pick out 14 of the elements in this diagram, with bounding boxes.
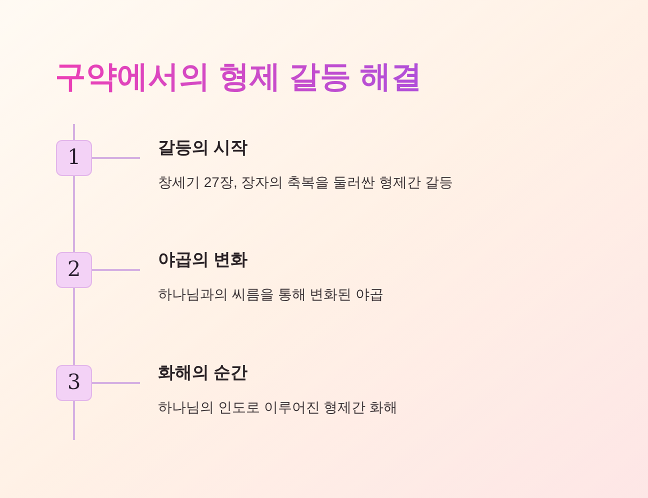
step-description: 하나님의 인도로 이루어진 형제간 화해 [158,398,399,417]
step-description: 하나님과의 씨름을 통해 변화된 야곱 [158,285,385,304]
connector-line [92,157,140,159]
connector-line [73,176,75,252]
step-description: 창세기 27장, 장자의 축복을 둘러싼 형제간 갈등 [158,173,454,192]
step-heading: 야곱의 변화 [158,249,249,271]
step-heading: 갈등의 시작 [158,137,249,159]
number-badge: 3 [56,365,92,401]
connector-line [92,269,140,271]
number-badge: 2 [56,252,92,288]
number-badge: 1 [56,140,92,176]
connector-line [92,382,140,384]
step-heading: 화해의 순간 [158,362,249,384]
connector-line [73,288,75,365]
